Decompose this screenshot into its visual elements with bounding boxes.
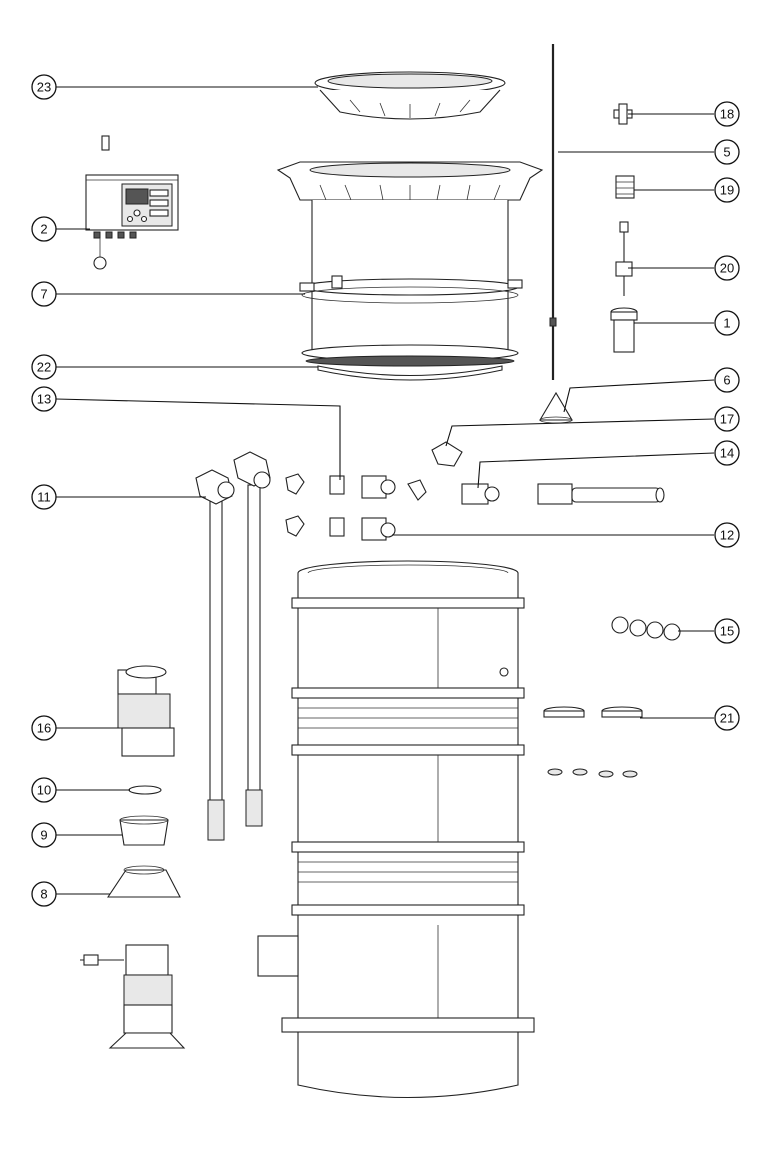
part-17-clamp xyxy=(431,441,463,467)
callout-15-label: 15 xyxy=(720,624,734,639)
callout-5-label: 5 xyxy=(723,145,730,160)
callout-5: 5 xyxy=(714,139,740,165)
main-shaft-body xyxy=(257,560,535,1098)
callout-14: 14 xyxy=(714,440,740,466)
callout-6: 6 xyxy=(714,367,740,393)
callout-17-label: 17 xyxy=(720,412,734,427)
callout-10: 10 xyxy=(31,777,57,803)
part-1-sleeve xyxy=(610,307,638,353)
part-2-control-box xyxy=(85,135,179,270)
callout-15: 15 xyxy=(714,618,740,644)
callout-7-label: 7 xyxy=(40,287,47,302)
callout-9-label: 9 xyxy=(40,828,47,843)
part-21-rings xyxy=(543,706,643,778)
callout-20-label: 20 xyxy=(720,261,734,276)
part-12-13-connectors xyxy=(285,473,427,541)
part-16-pump xyxy=(117,665,175,757)
callout-18: 18 xyxy=(714,101,740,127)
part-5-6-rod xyxy=(539,44,573,424)
callout-19-label: 19 xyxy=(720,183,734,198)
callout-21-label: 21 xyxy=(720,711,734,726)
callout-23-label: 23 xyxy=(37,80,51,95)
part-15-seals xyxy=(611,616,681,641)
callout-13-label: 13 xyxy=(37,392,51,407)
callout-2-label: 2 xyxy=(40,222,47,237)
callout-23: 23 xyxy=(31,74,57,100)
part-8-stand xyxy=(106,865,181,898)
callout-7: 7 xyxy=(31,281,57,307)
callout-8: 8 xyxy=(31,881,57,907)
callout-18-label: 18 xyxy=(720,107,734,122)
callout-20: 20 xyxy=(714,255,740,281)
callout-19: 19 xyxy=(714,177,740,203)
callout-9: 9 xyxy=(31,822,57,848)
part-19-fitting xyxy=(615,175,635,199)
part-14-valve-assembly xyxy=(461,483,665,505)
part-11-riser-pipes xyxy=(195,451,271,841)
callout-14-label: 14 xyxy=(720,446,734,461)
part-23-cover xyxy=(314,71,506,120)
callout-12-label: 12 xyxy=(720,528,734,543)
callout-21: 21 xyxy=(714,705,740,731)
part-10-plate xyxy=(128,785,162,795)
callout-22: 22 xyxy=(31,354,57,380)
callout-12: 12 xyxy=(714,522,740,548)
callout-13: 13 xyxy=(31,386,57,412)
part-7-22-upper-shaft xyxy=(276,161,544,381)
callout-2: 2 xyxy=(31,216,57,242)
callout-10-label: 10 xyxy=(37,783,51,798)
callout-22-label: 22 xyxy=(37,360,51,375)
callout-16: 16 xyxy=(31,715,57,741)
assembled-pump xyxy=(80,944,186,1049)
callout-1-label: 1 xyxy=(723,316,730,331)
callout-11: 11 xyxy=(31,484,57,510)
callout-17: 17 xyxy=(714,406,740,432)
callout-16-label: 16 xyxy=(37,721,51,736)
callout-1: 1 xyxy=(714,310,740,336)
part-9-cage xyxy=(119,815,169,846)
leader-lines xyxy=(55,86,715,895)
callout-8-label: 8 xyxy=(40,887,47,902)
part-20-sensor xyxy=(615,221,633,296)
callout-11-label: 11 xyxy=(37,490,51,505)
callout-6-label: 6 xyxy=(723,373,730,388)
